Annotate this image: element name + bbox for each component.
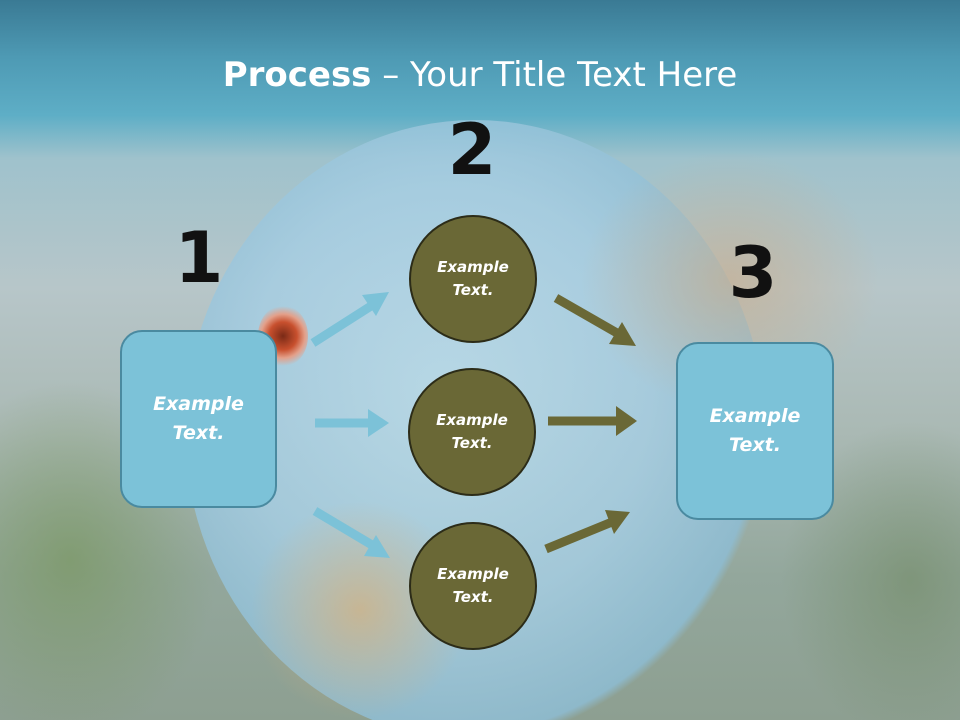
process-circle-top[interactable]: Example Text. [409,215,537,343]
process-box-right[interactable]: Example Text. [676,342,834,520]
step-number-3: 3 [728,232,778,314]
title-rest: – Your Title Text Here [371,55,738,95]
step-number-2: 2 [447,109,497,191]
circle-middle-label: Example Text. [436,411,508,452]
process-box-left[interactable]: Example Text. [120,330,277,508]
box-left-label: Example Text. [153,393,244,444]
circle-bottom-label: Example Text. [437,565,509,606]
title-strong: Process [222,55,372,95]
step-number-1: 1 [174,217,224,299]
process-circle-bottom[interactable]: Example Text. [409,522,537,650]
process-circle-middle[interactable]: Example Text. [408,368,536,496]
circle-top-label: Example Text. [437,258,509,299]
box-right-label: Example Text. [709,405,801,456]
slide-title: Process – Your Title Text Here [0,52,960,98]
